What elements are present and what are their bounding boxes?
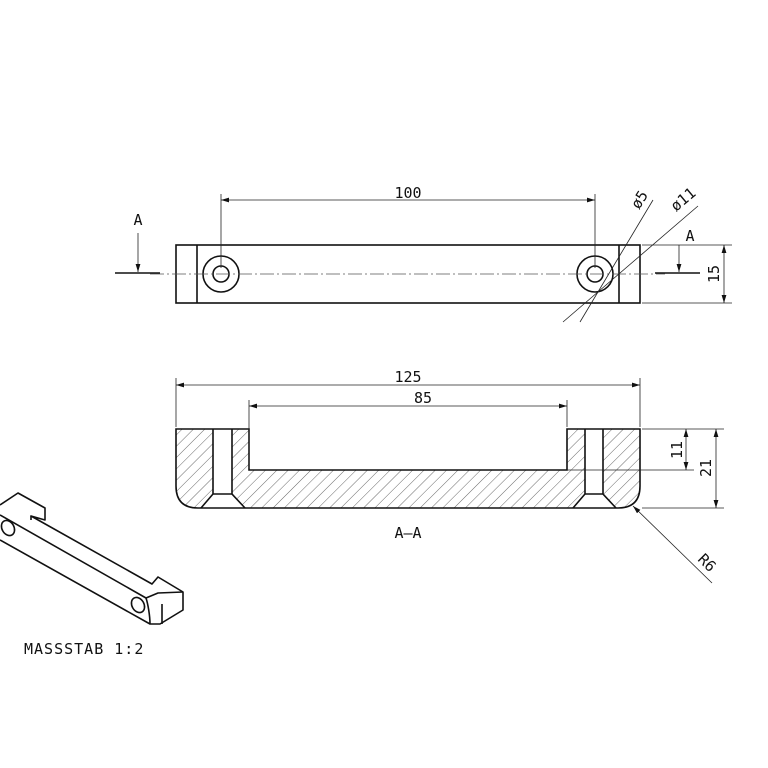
leader-d11 [562, 205, 699, 323]
dim-r6-label: R6 [694, 550, 720, 576]
isometric-view [0, 492, 184, 625]
dim-21-label: 21 [697, 459, 715, 477]
section-outline [175, 428, 641, 509]
leader-d5 [579, 199, 654, 323]
dim-100-label: 100 [394, 184, 421, 202]
top-view: 100 A A 15 ø5 ø11 [115, 184, 732, 323]
scale-note: MASSSTAB 1:2 [24, 640, 145, 658]
dim-125-label: 125 [394, 368, 421, 386]
dim-85-label: 85 [414, 389, 432, 407]
dim-d11-label: ø11 [667, 184, 699, 215]
section-view: 125 85 11 21 R6 A–A [175, 368, 724, 584]
dim-11-label: 11 [668, 441, 686, 459]
leader-r6 [632, 505, 713, 584]
dim-15-label: 15 [705, 265, 723, 283]
section-hole-right [572, 429, 617, 509]
section-hatching [176, 429, 640, 508]
section-hole-left [200, 429, 246, 509]
section-title: A–A [394, 524, 421, 542]
section-mark-left: A [133, 211, 142, 229]
section-mark-right: A [685, 227, 694, 245]
